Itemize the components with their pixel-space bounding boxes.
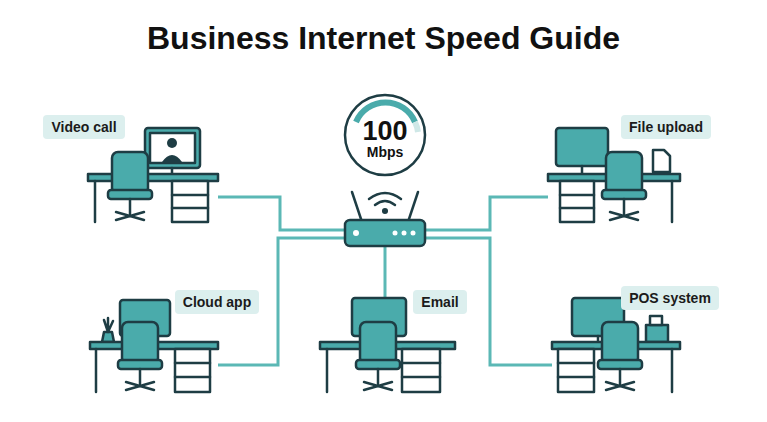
- desk-file-upload: [548, 128, 680, 222]
- label-text: File upload: [629, 119, 703, 135]
- speed-unit: Mbps: [342, 144, 428, 160]
- usage-label: POS system: [621, 286, 719, 310]
- usage-label: Email: [413, 290, 466, 314]
- desk-pos-system: [552, 298, 680, 392]
- desk-video-call: [88, 128, 218, 222]
- usage-label: File upload: [621, 115, 711, 139]
- speed-value: 100: [342, 116, 428, 147]
- network-cables: [218, 197, 552, 365]
- label-text: Cloud app: [183, 294, 251, 310]
- usage-label: Video call: [43, 115, 124, 139]
- label-text: Video call: [51, 119, 116, 135]
- page-title: Business Internet Speed Guide: [0, 20, 767, 57]
- label-text: Email: [421, 294, 458, 310]
- router-icon: [345, 192, 425, 246]
- speed-gauge: 100Mbps: [342, 92, 428, 178]
- usage-label: Cloud app: [175, 290, 259, 314]
- label-text: POS system: [629, 290, 711, 306]
